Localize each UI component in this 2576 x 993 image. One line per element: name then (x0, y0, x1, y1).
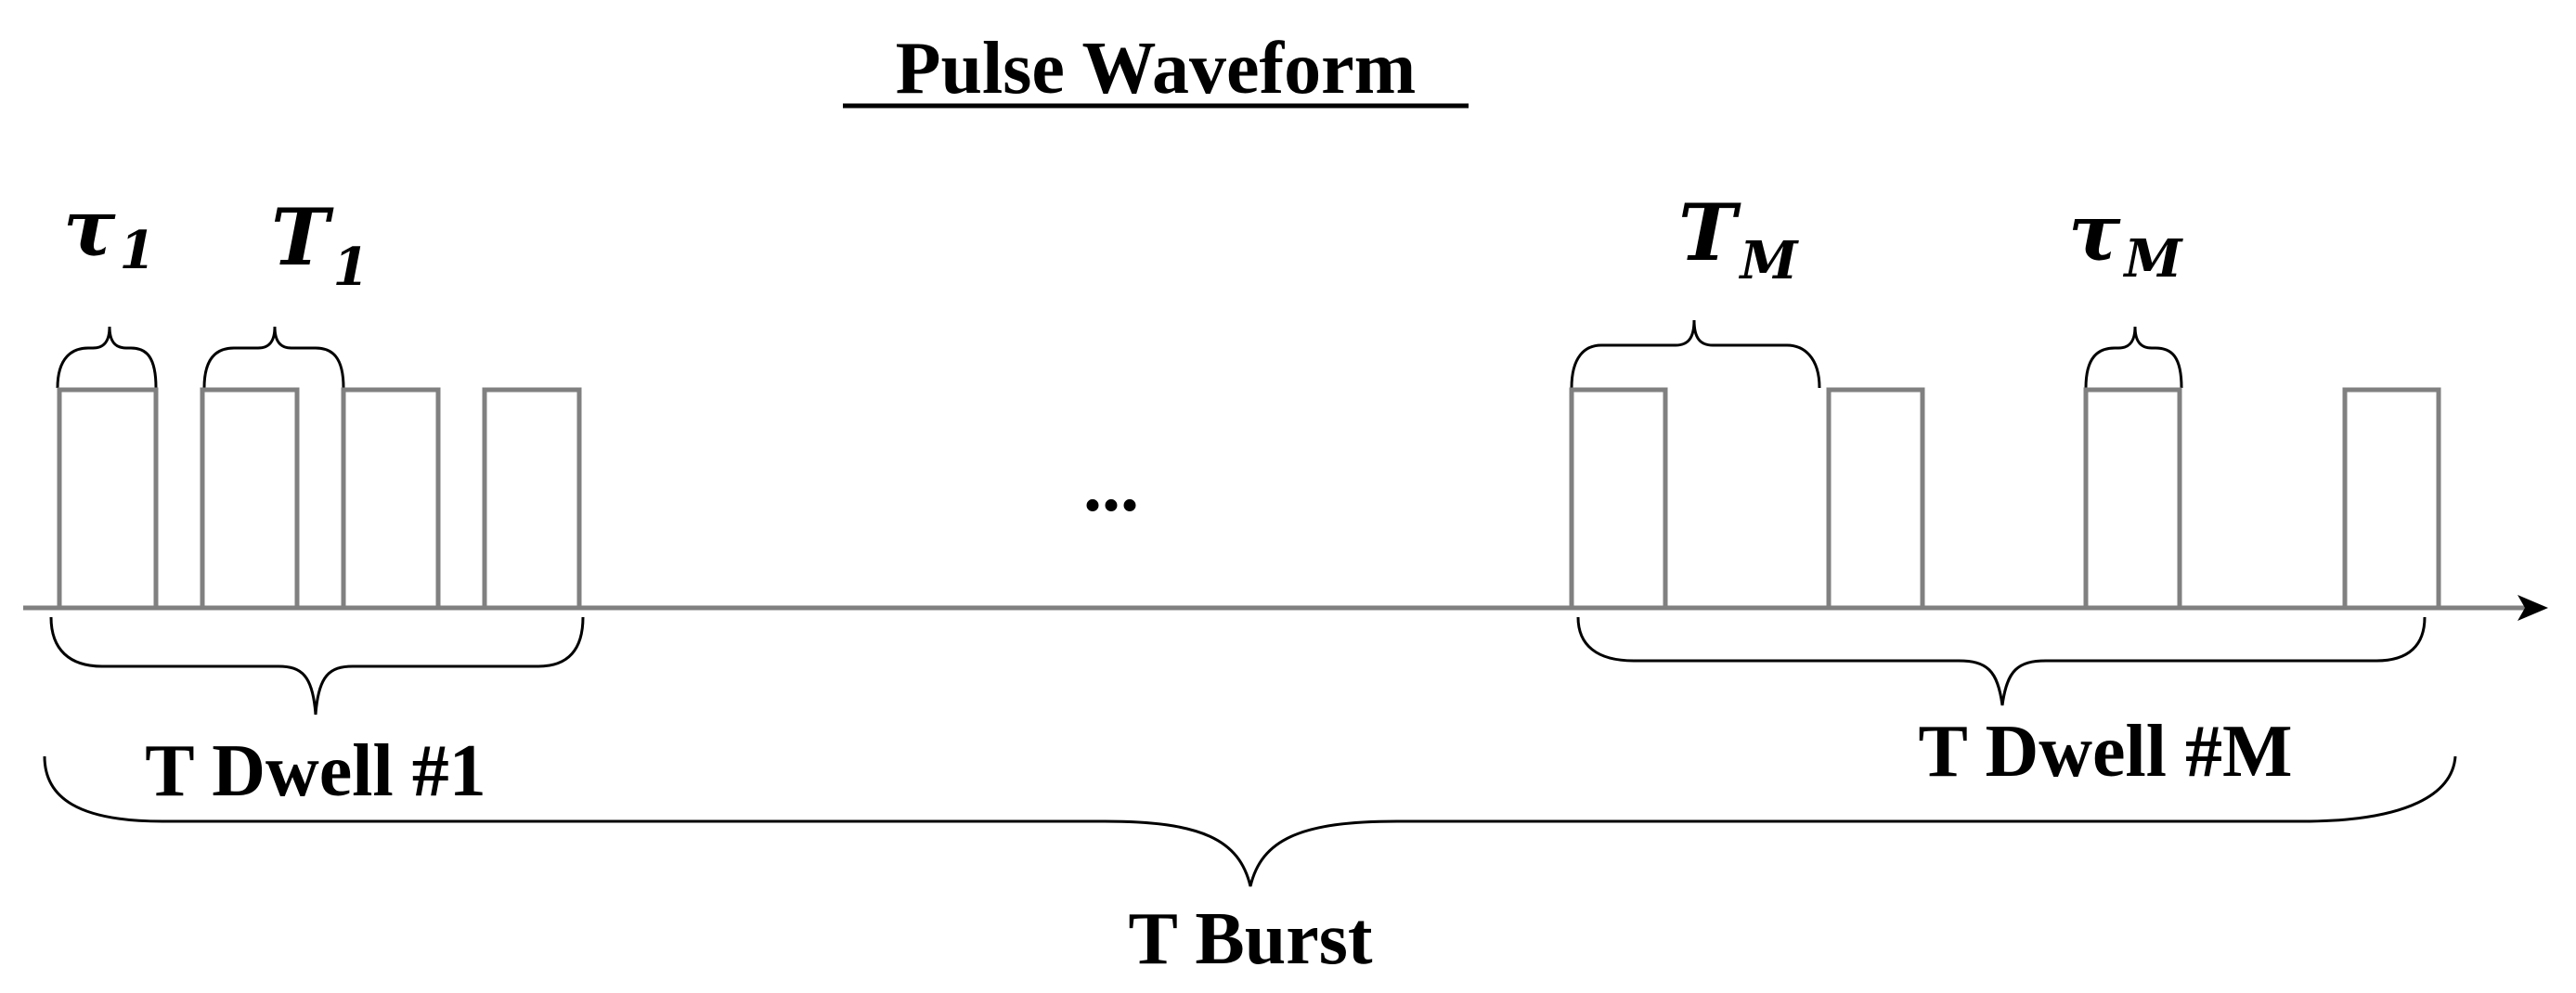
brace-dwell-1 (49, 616, 585, 716)
ellipsis: ... (1083, 445, 1139, 527)
pulse-8 (2342, 387, 2441, 608)
label-tau-1: τ1 (63, 182, 156, 281)
brace-T-1 (202, 326, 345, 389)
brace-tau-M (2084, 326, 2183, 389)
brace-dwell-M (1576, 616, 2427, 706)
brace-T-M (1570, 319, 1821, 389)
pulse-3 (341, 387, 441, 608)
label-dwell-1: T Dwell #1 (145, 730, 485, 812)
label-burst: T Burst (1128, 898, 1372, 980)
pulse-7 (2083, 387, 2182, 608)
axis-arrowhead (2518, 595, 2548, 621)
brace-tau-1 (56, 326, 158, 389)
label-tau-M: τM (2068, 187, 2184, 290)
label-T-1: T1 (271, 191, 369, 298)
pulse-6 (1826, 387, 1925, 608)
label-dwell-M: T Dwell #M (1919, 711, 2293, 793)
pulse-1 (57, 387, 159, 608)
brace-burst (43, 755, 2457, 887)
pulse-2 (200, 387, 300, 608)
pulse-5 (1569, 387, 1668, 608)
label-T-M: TM (1678, 187, 1800, 291)
pulse-4 (482, 387, 582, 608)
diagram-title: Pulse Waveform (896, 28, 1417, 110)
